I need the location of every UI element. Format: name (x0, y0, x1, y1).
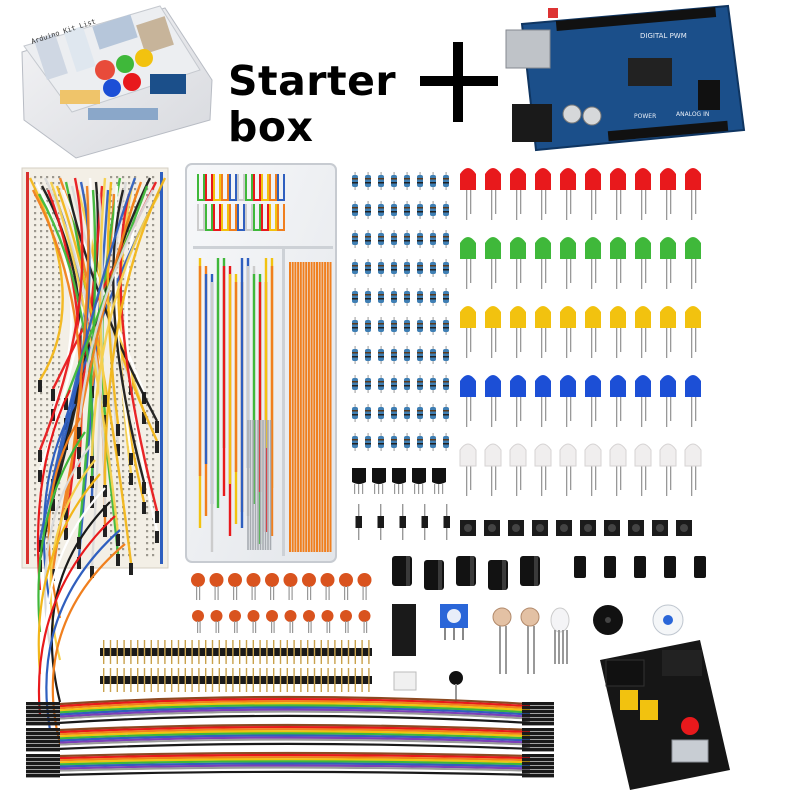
box-compartments (34, 14, 186, 120)
starter-kit-box-image: Arduino Kit List (21, 5, 213, 159)
plus-icon (420, 42, 498, 122)
board-label-analog: ANALOG IN (676, 111, 709, 118)
small-electrolytic-capacitor-row (574, 556, 706, 578)
ic-chip (392, 604, 416, 656)
optocoupler (393, 671, 417, 691)
photoresistors (492, 607, 540, 674)
board-label-power: POWER (634, 113, 656, 120)
arduino-uno-board: DIGITAL PWM POWER ANALOG IN (505, 4, 746, 152)
power-jack (512, 104, 552, 142)
led-array (459, 168, 702, 496)
microcontroller-chip (628, 58, 672, 86)
thermistor (449, 671, 463, 700)
jumper-wire-bundle (28, 177, 167, 745)
pin-headers (100, 640, 372, 692)
caption-line-1: Starter (228, 57, 397, 105)
reset-button (548, 8, 558, 18)
analog-header (607, 120, 729, 142)
potentiometer (440, 604, 468, 640)
usb-port (505, 29, 551, 69)
preformed-wires (197, 174, 332, 552)
tactile-button-row (460, 520, 692, 536)
rgb-led (550, 607, 570, 664)
passive-buzzer (652, 604, 684, 636)
rainbow-ribbon-cables (26, 695, 554, 778)
breadboard-power-supply-module (600, 640, 730, 790)
ceramic-capacitor-rows (191, 573, 372, 633)
caption-starter-box: Starter box (228, 58, 428, 150)
caption-line-2: box (228, 103, 314, 151)
electrolytic-capacitor-row (392, 556, 540, 590)
resistor-array (352, 172, 449, 451)
transistor-row (352, 468, 446, 494)
board-label-digital: DIGITAL PWM (640, 32, 687, 40)
diode-row (355, 504, 450, 540)
buzzer (593, 605, 623, 635)
digital-header (555, 7, 717, 31)
jumper-wire-case (185, 163, 337, 563)
